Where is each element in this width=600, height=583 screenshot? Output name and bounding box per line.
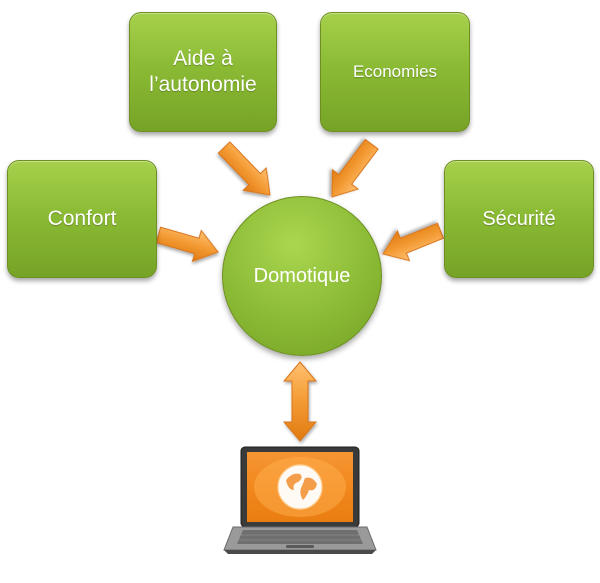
laptop-icon [223, 446, 377, 554]
node-domotique: Domotique [222, 196, 382, 356]
node-confort-label: Confort [47, 207, 117, 230]
node-aide-label-line2: l’autonomie [149, 73, 257, 96]
globe-icon [277, 464, 323, 510]
node-securite: Sécurité [444, 160, 594, 278]
node-economies-label: Economies [352, 62, 438, 81]
node-aide-label-line1: Aide à [173, 47, 233, 70]
node-confort: Confort [7, 160, 157, 278]
arrow-confort-to-center [155, 226, 219, 263]
arrow-center-to-laptop [282, 361, 318, 442]
node-domotique-label: Domotique [253, 264, 351, 287]
node-securite-label: Sécurité [482, 207, 556, 230]
node-aide-label: Aide à l’autonomie [149, 46, 256, 98]
arrow-aide-to-center [217, 141, 271, 196]
arrow-securite-to-center [382, 222, 445, 262]
node-economies: Economies [320, 12, 470, 132]
arrow-economies-to-center [331, 138, 379, 198]
node-aide-autonomie: Aide à l’autonomie [129, 12, 277, 132]
